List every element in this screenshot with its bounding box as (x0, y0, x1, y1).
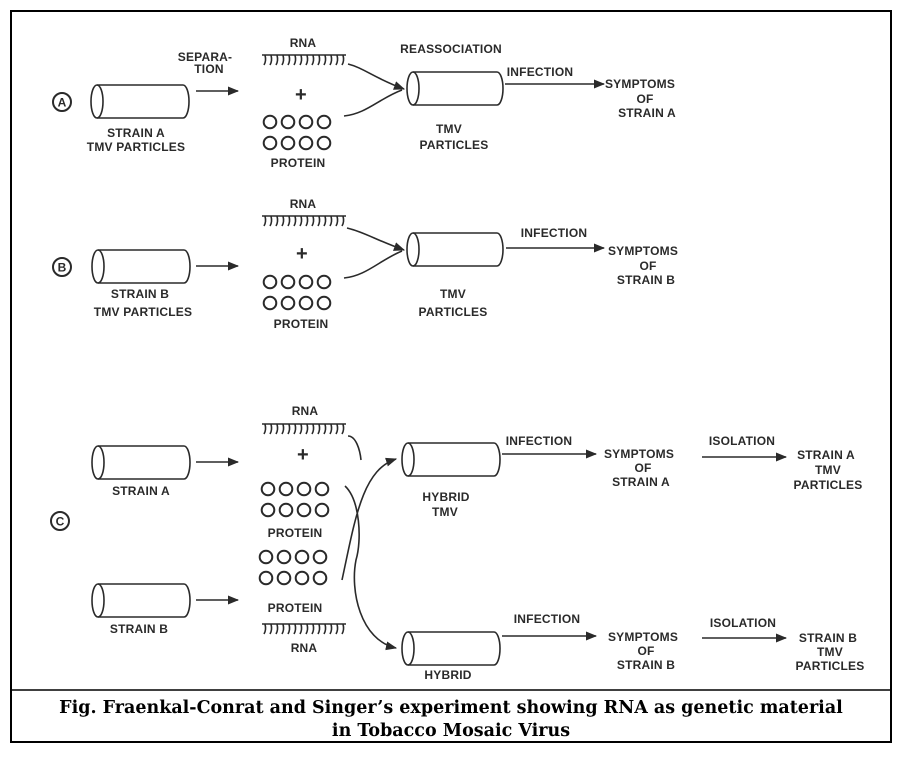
label-strain-b-b: STRAIN B (111, 287, 169, 301)
caption-line-1: Fig. Fraenkal-Conrat and Singer’s experi… (59, 698, 843, 718)
panel-a-marker (52, 92, 72, 112)
label-result-particles-a: PARTICLES (794, 478, 863, 492)
label-hybrid-a: HYBRID (422, 490, 469, 504)
label-rna-a: RNA (290, 36, 317, 50)
rna-strand-a (262, 54, 346, 66)
label-particles-a: PARTICLES (420, 138, 489, 152)
protein-grid-c-b (258, 549, 328, 586)
strain-b-cylinder-c (91, 583, 191, 618)
label-separation-2: TION (194, 62, 223, 76)
panel-a-marker-letter: A (58, 96, 67, 110)
label-symptoms-b: SYMPTOMS (608, 244, 678, 258)
label-tmv-b: TMV (440, 287, 466, 301)
label-symptoms-c-a: SYMPTOMS (604, 447, 674, 461)
curve-rna-to-tmv-a (347, 63, 406, 90)
label-rna-c-b: RNA (291, 641, 318, 655)
label-symptoms-c-b: SYMPTOMS (608, 630, 678, 644)
label-symptoms-strain-b: STRAIN B (617, 273, 675, 287)
label-infection-c-a: INFECTION (506, 434, 572, 448)
label-of-c-b: OF (637, 644, 654, 658)
label-of-a: OF (636, 92, 653, 106)
label-strain-b-c: STRAIN B (110, 622, 168, 636)
label-hybrid-tmv-a: TMV (432, 505, 458, 519)
label-infection-b: INFECTION (521, 226, 587, 240)
label-symptoms-c-strain-b: STRAIN B (617, 658, 675, 672)
label-tmv-particles-a: TMV PARTICLES (87, 140, 185, 154)
label-reassociation: REASSOCIATION (400, 42, 502, 56)
label-strain-a-a: STRAIN A (107, 126, 165, 140)
hybrid-tmv-a-cylinder (401, 442, 501, 477)
label-of-c-a: OF (634, 461, 651, 475)
rna-strand-c-b (262, 623, 346, 635)
label-of-b: OF (639, 259, 656, 273)
label-protein-a: PROTEIN (271, 156, 326, 170)
label-infection-a: INFECTION (507, 65, 573, 79)
rna-strand-b (262, 215, 346, 227)
label-result-strain-b: STRAIN B (799, 631, 857, 645)
label-particles-b: PARTICLES (419, 305, 488, 319)
panel-c-marker-letter: C (56, 515, 65, 529)
panel-c-marker (50, 511, 70, 531)
hybrid-tmv-b-cylinder (401, 631, 501, 666)
label-symptoms-strain-a: STRAIN A (618, 106, 676, 120)
plus-b: + (296, 243, 308, 265)
curve-rna-a-to-hybrid-a-1 (347, 435, 362, 461)
figure-border (10, 10, 892, 743)
label-result-strain-a: STRAIN A (797, 448, 855, 462)
strain-a-tmv-cylinder (90, 84, 190, 119)
plus-c: + (297, 444, 309, 466)
plus-a: + (295, 84, 307, 106)
label-symptoms-a: SYMPTOMS (605, 77, 675, 91)
label-result-tmv-a: TMV (815, 463, 841, 477)
label-isolation-b: ISOLATION (710, 616, 776, 630)
strain-a-cylinder-c (91, 445, 191, 480)
label-strain-a-c: STRAIN A (112, 484, 170, 498)
label-separation-1: SEPARA- (178, 50, 233, 64)
label-protein-b: PROTEIN (274, 317, 329, 331)
panel-b-marker (52, 257, 72, 277)
label-tmv-particles-b: TMV PARTICLES (94, 305, 192, 319)
label-isolation-a: ISOLATION (709, 434, 775, 448)
rna-strand-c-a (262, 423, 346, 435)
curve-rna-to-tmv-b (346, 227, 406, 251)
label-result-particles-b: PARTICLES (796, 659, 865, 673)
label-hybrid-b: HYBRID (424, 668, 471, 682)
curve-protein-b-to-hybrid-a (341, 457, 398, 581)
strain-b-tmv-cylinder (91, 249, 191, 284)
figure-caption: Fig. Fraenkal-Conrat and Singer’s experi… (30, 697, 872, 743)
tmv-particles-b-cylinder (406, 232, 504, 267)
label-protein-c-b: PROTEIN (268, 601, 323, 615)
label-infection-c-b: INFECTION (514, 612, 580, 626)
curve-protein-to-tmv-a (343, 89, 403, 117)
curve-protein-a-to-hybrid-b (344, 485, 398, 651)
protein-grid-c-a (260, 481, 330, 518)
protein-grid-b (262, 274, 332, 311)
panel-b-marker-letter: B (58, 261, 67, 275)
label-protein-c-a: PROTEIN (268, 526, 323, 540)
label-result-tmv-b: TMV (817, 645, 843, 659)
label-rna-c-a: RNA (292, 404, 319, 418)
curve-protein-to-tmv-b (343, 250, 403, 279)
label-symptoms-c-strain-a: STRAIN A (612, 475, 670, 489)
caption-line-2: in Tobacco Mosaic Virus (331, 721, 571, 741)
tmv-particles-a-cylinder (406, 71, 504, 106)
label-tmv-a: TMV (436, 122, 462, 136)
label-rna-b: RNA (290, 197, 317, 211)
protein-grid-a (262, 114, 332, 151)
